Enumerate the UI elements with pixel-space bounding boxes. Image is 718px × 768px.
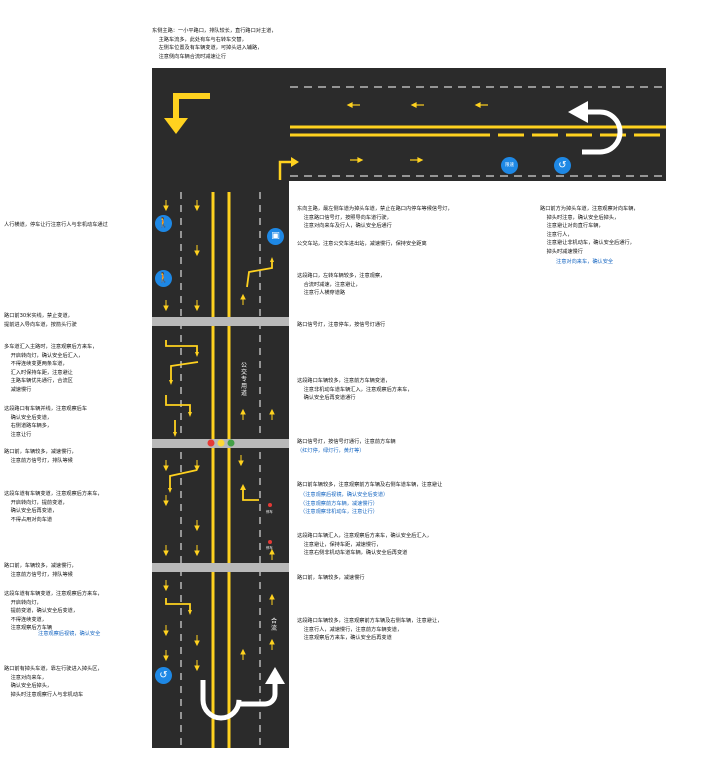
u-turn-icon: ↺ (155, 667, 172, 684)
note-mid-4: 路口信号灯，注意停车，按信号灯通行 (297, 322, 386, 328)
note-left-8: 这段车道有车辆变道，注意观察后方来车， 开启转向灯， 提前变道，确认安全后变道，… (4, 591, 103, 632)
note-left-6: 这段车道有车辆变道，注意观察后方来车， 开启转向灯，提前变道， 确认安全后再变道… (4, 491, 103, 523)
note-left-2: 路口前30米实线，禁止变道， 提前进入导向车道，按箭头行驶 (4, 313, 77, 328)
right-turn-arrow (278, 160, 292, 180)
marker-red (268, 503, 272, 507)
note-mid-10: 这段路口车辆较多，注意观察前方车辆及右侧车辆，注意避让， 注意行人，减速慢行，注… (297, 618, 443, 642)
left-turn-arrow (173, 93, 210, 120)
lane-arrows-south-up (240, 293, 275, 660)
note-mid-1: 东向主路，最左侧车道为掉头车道，禁止在路口内停车等候信号灯， 注意路口信号灯，按… (297, 206, 453, 230)
note-top: 东侧主路：一小平路口，排队较长，直行路口对主道， 主路车流多，此处有车与右转车交… (152, 28, 277, 60)
bus-icon: ▣ (267, 228, 284, 245)
u-turn-arrow-east (582, 109, 623, 155)
lane-change-paths (165, 262, 273, 610)
signal-yellow (217, 439, 225, 447)
note-left-3: 多车道汇入主路时，注意观察后方来车， 开启转向灯，确认安全后汇入， 不得连续变更… (4, 344, 98, 393)
note-mid-3: 这段路口，左转车辆较多，注意观察， 合流时减速，注意避让， 注意行人横穿道路 (297, 273, 386, 297)
note-mid-7-blue: （注意观察后视镜，确认安全后变道） （注意观察前方车辆，减速慢行） （注意观察非… (300, 492, 389, 516)
note-right-1-blue: 注意对向来车，确认安全 (556, 259, 614, 265)
pedestrian-icon: 🚶 (155, 270, 172, 287)
signal-red (207, 439, 215, 447)
note-mid-8: 这段路口车辆汇入，注意观察后方来车，确认安全后汇入， 注意避让，保持车距，减速慢… (297, 533, 432, 557)
marker-red (268, 540, 272, 544)
note-left-9: 路口前有掉头车道，靠左行驶进入掉头区， 注意对向来车， 确认安全后掉头， 掉头时… (4, 666, 103, 698)
note-mid-2: 公交车站，注意公交车进出站，减速慢行，保持安全距离 (297, 241, 427, 247)
crosswalk (152, 317, 289, 326)
note-left-5: 路口前，车辆较多，减速慢行， 注意前方信号灯，排队等候 (4, 449, 77, 464)
signal-green (227, 439, 235, 447)
note-mid-5: 这段路口车辆较多，注意前方车辆变道， 注意非机动车道车辆汇入，注意观察后方来车，… (297, 378, 413, 402)
stop-label: 停车 (266, 510, 273, 514)
south-road (152, 68, 289, 748)
note-left-8-blue: 注意观察后视镜，确认安全 (38, 631, 101, 637)
note-mid-7: 路口前车辆较多，注意观察前方车辆及右侧车道车辆，注意避让 (297, 482, 443, 488)
pedestrian-icon: 🚶 (155, 215, 172, 232)
merge-label: 合流 (271, 618, 278, 632)
u-turn-arrow-south (200, 680, 278, 721)
note-left-1: 人行横道，停车让行注意行人与非机动车通过 (4, 222, 108, 228)
speed-limit-icon: 限速 (501, 157, 518, 174)
stop-label: 停车 (266, 546, 273, 550)
note-right-1: 路口前方为掉头车道，注意观察对向车辆， 掉头时注意，确认安全后掉头， 注意避让对… (540, 206, 639, 255)
u-turn-icon: ↺ (554, 157, 571, 174)
note-mid-6-blue: （红灯停，绿灯行，黄灯等） (297, 448, 365, 454)
note-mid-6: 路口信号灯，按信号灯通行，注意前方车辆 (297, 439, 396, 445)
lane-arrows-east (346, 102, 488, 163)
lane-arrows-south-down (163, 200, 244, 672)
note-left-7: 路口前，车辆较多，减速慢行， 注意前方信号灯，排队等候 (4, 563, 77, 578)
crosswalk (152, 563, 289, 572)
note-left-4: 这段路口有车辆并线，注意观察后车 确认安全后变道， 右侧道路车辆多， 注意让行 (4, 406, 88, 438)
note-mid-9: 路口前，车辆较多，减速慢行 (297, 575, 365, 581)
bus-lane-label: 公交专用道 (241, 362, 248, 397)
